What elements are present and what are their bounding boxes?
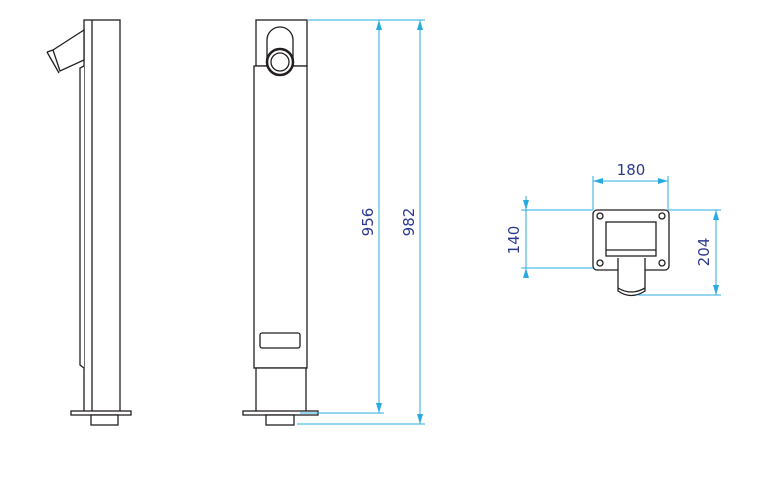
side-spout [52,28,85,72]
side-thread [90,414,119,426]
side-view [46,19,132,426]
dimension-956: 956 [359,208,377,237]
dimension-180: 180 [617,161,646,179]
top-spout [617,258,646,297]
top-dimensions: 180 140 204 [505,161,721,296]
front-body [253,65,308,369]
front-lower [255,367,307,413]
dimension-140: 140 [505,226,523,255]
dimension-204: 204 [695,238,713,267]
sensor-window [259,332,301,349]
front-thread [265,414,295,426]
screw-icons [596,212,666,267]
height-dimensions: 956 982 [297,19,425,425]
top-head [605,221,657,257]
dimension-982: 982 [400,208,418,237]
top-view [592,209,670,297]
front-view [242,19,319,426]
